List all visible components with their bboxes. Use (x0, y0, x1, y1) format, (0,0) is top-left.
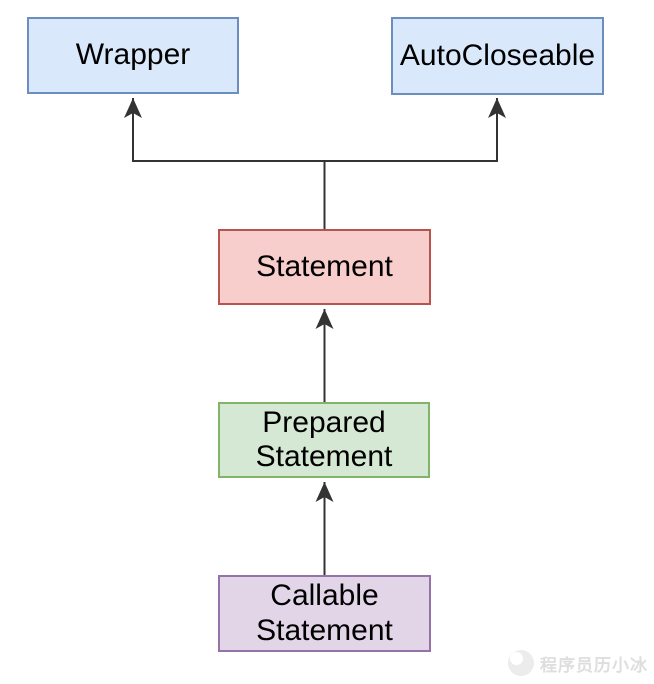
node-autocloseable: AutoCloseable (391, 17, 604, 95)
node-statement-label: Statement (256, 249, 393, 283)
node-callable-statement-label: Callable Statement (256, 579, 393, 647)
node-wrapper-label: Wrapper (75, 38, 191, 72)
node-statement: Statement (218, 229, 431, 305)
watermark-logo-icon (508, 650, 534, 676)
edge-statement-to-wrapper (124, 98, 326, 229)
node-prepared-statement-label: Prepared Statement (255, 405, 393, 474)
node-callable-statement: Callable Statement (218, 575, 431, 652)
node-autocloseable-label: AutoCloseable (399, 38, 596, 72)
node-prepared-statement: Prepared Statement (218, 402, 430, 478)
watermark: 程序员历小冰 (508, 650, 648, 676)
edge-statement-to-autocloseable (324, 98, 506, 162)
watermark-text: 程序员历小冰 (540, 655, 648, 675)
node-wrapper: Wrapper (27, 17, 239, 94)
